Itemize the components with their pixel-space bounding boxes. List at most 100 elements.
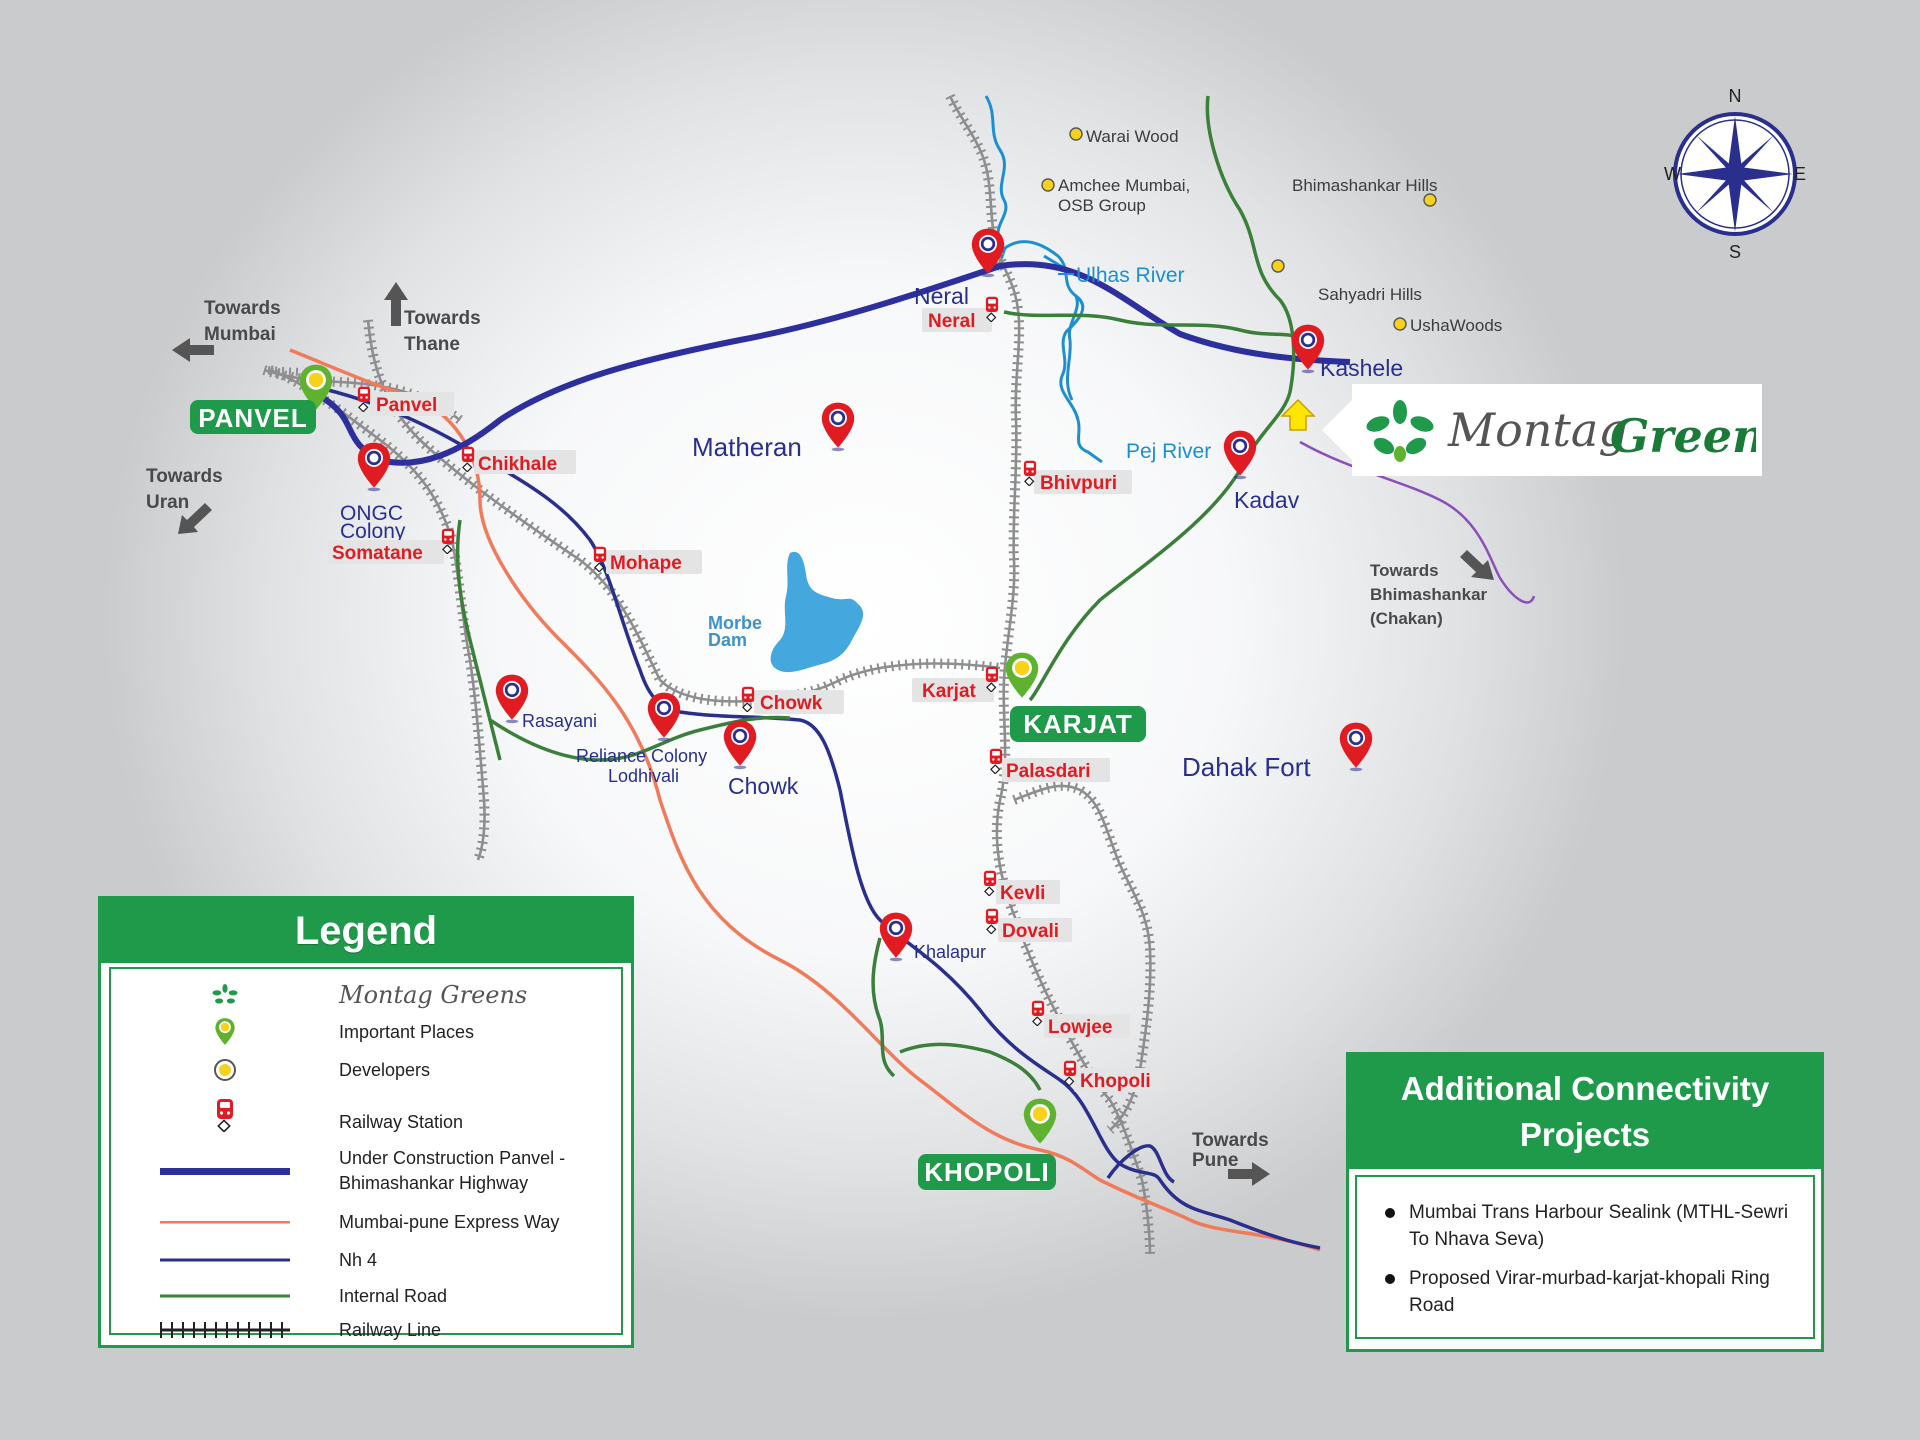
dir-pune-2: Pune bbox=[1192, 1150, 1238, 1171]
nh4-line bbox=[319, 386, 1321, 1250]
dir-mumbai-2: Mumbai bbox=[204, 324, 276, 345]
legend-label-railway: Railway Line bbox=[339, 1319, 442, 1340]
station-somatane[interactable]: Somatane bbox=[328, 528, 455, 564]
place-kashele: Kashele bbox=[1320, 355, 1403, 381]
station-neral-label: Neral bbox=[928, 311, 976, 332]
place-matheran: Matheran bbox=[692, 432, 802, 462]
station-somatane-label: Somatane bbox=[332, 543, 423, 564]
additional-title: Additional Connectivity Projects bbox=[1349, 1055, 1821, 1169]
badge-khopoli bbox=[918, 1154, 1056, 1190]
arrow-mumbai bbox=[172, 338, 214, 362]
pin-khalapur[interactable] bbox=[878, 911, 914, 962]
dir-uran-1: Towards bbox=[146, 466, 223, 487]
pin-reliance[interactable] bbox=[646, 691, 682, 742]
place-chowk: Chowk bbox=[728, 773, 799, 799]
brand-logo-icon bbox=[212, 983, 238, 1004]
dev-amchee-1: Amchee Mumbai, bbox=[1058, 176, 1190, 195]
station-palasdari-label: Palasdari bbox=[1006, 761, 1091, 782]
station-panvel[interactable]: Panvel bbox=[357, 386, 454, 416]
dev-warai: Warai Wood bbox=[1086, 127, 1179, 146]
dev-sahyadri: Sahyadri Hills bbox=[1318, 285, 1422, 304]
legend-row-expressway: Mumbai-pune Express Way bbox=[111, 1207, 621, 1237]
green-line-icon bbox=[160, 1294, 290, 1298]
station-chowk[interactable]: Chowk bbox=[741, 686, 844, 714]
station-chikhale-label: Chikhale bbox=[478, 454, 557, 475]
nh4-line-2 bbox=[1106, 1144, 1176, 1184]
morbe-dam-lake bbox=[770, 551, 864, 673]
brand-callout-tip bbox=[1322, 400, 1352, 460]
station-chikhale[interactable]: Chikhale bbox=[461, 446, 576, 475]
place-reliance-2: Lodhivali bbox=[608, 766, 679, 786]
dir-pune-1: Towards bbox=[1192, 1130, 1269, 1151]
arrow-pune bbox=[1228, 1162, 1270, 1186]
green-pin-icon bbox=[215, 1018, 235, 1045]
place-reliance-1: Reliance Colony bbox=[576, 746, 707, 766]
badge-panvel bbox=[190, 400, 316, 434]
legend-panel: Legend Montag Greens Important Places De… bbox=[98, 896, 634, 1348]
station-khopoli[interactable]: Khopoli bbox=[1063, 1060, 1164, 1092]
legend-label-station: Railway Station bbox=[339, 1111, 464, 1132]
pin-ongc[interactable] bbox=[356, 441, 392, 492]
legend-row-highway: Under Construction Panvel - Bhimashankar… bbox=[111, 1145, 621, 1197]
railway-line-icon bbox=[160, 1322, 290, 1338]
station-bhivpuri[interactable]: Bhivpuri bbox=[1023, 460, 1132, 494]
station-kevli-label: Kevli bbox=[1000, 883, 1045, 904]
dir-bhima-1: Towards bbox=[1370, 561, 1439, 580]
compass-w: W bbox=[1664, 164, 1681, 184]
station-dovali[interactable]: Dovali bbox=[985, 908, 1072, 942]
brand-word-1: Montag bbox=[1447, 403, 1628, 457]
dir-bhima-3: (Chakan) bbox=[1370, 609, 1443, 628]
legend-row-internal: Internal Road bbox=[111, 1281, 621, 1311]
brand-wordmark: Montag Greens bbox=[1447, 403, 1756, 463]
place-khalapur: Khalapur bbox=[914, 942, 986, 962]
dev-bhima-hills: Bhimashankar Hills bbox=[1292, 176, 1438, 195]
dam-label-2: Dam bbox=[708, 630, 747, 650]
pin-kadav[interactable] bbox=[1222, 429, 1258, 480]
station-palasdari[interactable]: Palasdari bbox=[989, 748, 1110, 782]
station-kevli[interactable]: Kevli bbox=[983, 870, 1060, 904]
legend-row-station: Railway Station bbox=[111, 1095, 621, 1135]
dir-thane-1: Towards bbox=[404, 308, 481, 329]
legend-label-nh4: Nh 4 bbox=[339, 1249, 378, 1270]
pin-karjat[interactable] bbox=[1005, 652, 1039, 698]
legend-row-brand: Montag Greens bbox=[111, 977, 621, 1013]
pin-chowk[interactable] bbox=[722, 719, 758, 770]
station-neral[interactable]: Neral bbox=[922, 296, 999, 332]
station-panvel-label: Panvel bbox=[376, 395, 437, 416]
additional-item-1: Mumbai Trans Harbour Sealink (MTHL-Sewri… bbox=[1385, 1199, 1797, 1253]
orange-line-icon bbox=[160, 1221, 290, 1224]
legend-label-internal: Internal Road bbox=[339, 1285, 448, 1306]
station-mohape[interactable]: Mohape bbox=[593, 546, 702, 574]
internal-roads bbox=[455, 95, 1302, 1091]
legend-row-nh4: Nh 4 bbox=[111, 1245, 621, 1275]
pin-neral[interactable] bbox=[970, 227, 1006, 278]
legend-title: Legend bbox=[101, 899, 631, 963]
arrow-uran bbox=[178, 503, 212, 534]
dev-ushawoods: UshaWoods bbox=[1410, 316, 1502, 335]
compass-s: S bbox=[1729, 242, 1741, 262]
dam-label-1: Morbe bbox=[708, 613, 762, 633]
developer-dots bbox=[1041, 127, 1437, 331]
station-karjat[interactable]: Karjat bbox=[912, 666, 999, 702]
station-lowjee[interactable]: Lowjee bbox=[1031, 1000, 1130, 1038]
dev-amchee-2: OSB Group bbox=[1058, 196, 1146, 215]
legend-body: Montag Greens Important Places Developer… bbox=[109, 967, 623, 1340]
legend-label-highway: Under Construction Panvel - Bhimashankar… bbox=[339, 1148, 566, 1193]
river-pej-label: Pej River bbox=[1126, 440, 1211, 463]
place-neral: Neral bbox=[914, 283, 969, 309]
legend-row-developers: Developers bbox=[111, 1055, 621, 1085]
station-bhivpuri-label: Bhivpuri bbox=[1040, 473, 1117, 494]
river-ulhas-label: Ulhas River bbox=[1076, 264, 1185, 287]
dir-mumbai-1: Towards bbox=[204, 298, 281, 319]
pin-matheran[interactable] bbox=[820, 401, 856, 452]
brand-callout: Montag Greens bbox=[1352, 384, 1762, 476]
pin-khopoli[interactable] bbox=[1023, 1098, 1057, 1144]
brand-leaf-icon bbox=[1366, 400, 1434, 462]
station-mohape-label: Mohape bbox=[610, 553, 682, 574]
station-dovali-label: Dovali bbox=[1002, 921, 1059, 942]
pin-dahak-fort[interactable] bbox=[1338, 721, 1374, 772]
railway-station-icon bbox=[216, 1098, 234, 1132]
legend-row-important: Important Places bbox=[111, 1017, 621, 1047]
legend-label-developers: Developers bbox=[339, 1059, 431, 1080]
legend-label-expressway: Mumbai-pune Express Way bbox=[339, 1211, 560, 1232]
